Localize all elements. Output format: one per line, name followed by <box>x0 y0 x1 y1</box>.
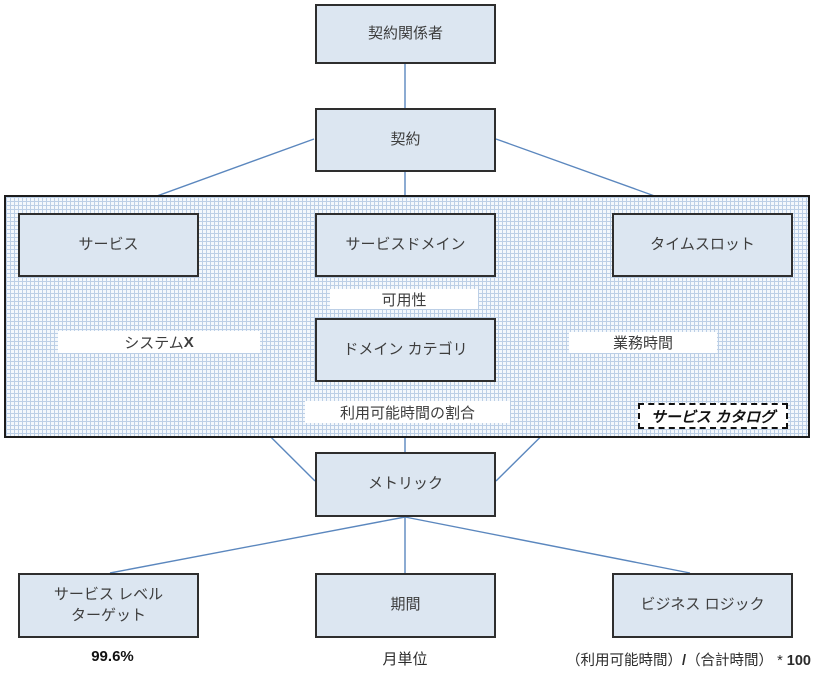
edge-label-business-hours: 業務時間 <box>569 332 717 353</box>
edge-label-available-time-ratio: 利用可能時間の割合 <box>305 401 510 423</box>
node-period: 期間 <box>315 573 496 638</box>
service-catalog-label: サービス カタログ <box>638 403 788 429</box>
node-contract-stakeholder: 契約関係者 <box>315 4 496 64</box>
connector-metric-business-logic <box>404 516 691 574</box>
node-metric: メトリック <box>315 452 496 517</box>
node-service-domain: サービスドメイン <box>315 213 496 277</box>
annotation-slt-value: 99.6% <box>91 648 134 665</box>
connector-metric-slt <box>109 516 406 574</box>
annotation-formula: （利用可能時間）/（合計時間） * 100 <box>566 653 811 669</box>
edge-label-system-x: システム X <box>58 331 260 353</box>
node-contract: 契約 <box>315 108 496 172</box>
node-business-logic: ビジネス ロジック <box>612 573 793 638</box>
node-time-slot: タイムスロット <box>612 213 793 277</box>
edge-label-availability: 可用性 <box>330 289 478 309</box>
annotation-period-value: 月単位 <box>382 651 428 668</box>
node-service-level-target: サービス レベル ターゲット <box>18 573 199 638</box>
node-service: サービス <box>18 213 199 277</box>
node-domain-category: ドメイン カテゴリ <box>315 318 496 382</box>
